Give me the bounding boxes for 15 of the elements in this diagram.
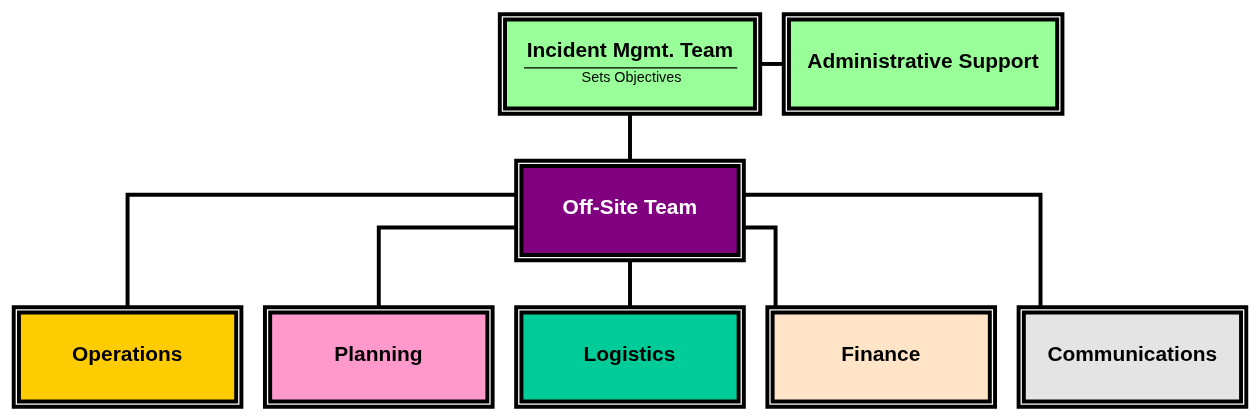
connector (744, 225, 778, 307)
node-box: Logistics (514, 304, 746, 409)
node-box: Operations (11, 304, 244, 409)
connector (628, 260, 632, 307)
connector (125, 192, 516, 307)
connector (628, 113, 632, 161)
node-box: Administrative Support (781, 11, 1065, 116)
node-box: Off-Site Team (514, 158, 746, 262)
connector (376, 225, 517, 307)
connector (744, 192, 1043, 307)
node-box: Planning (262, 304, 495, 409)
node-box: Communications (1016, 304, 1249, 409)
node-box: Finance (765, 304, 998, 409)
connector (760, 61, 784, 66)
node-box: Incident Mgmt. Team Sets Objectives (497, 11, 763, 116)
